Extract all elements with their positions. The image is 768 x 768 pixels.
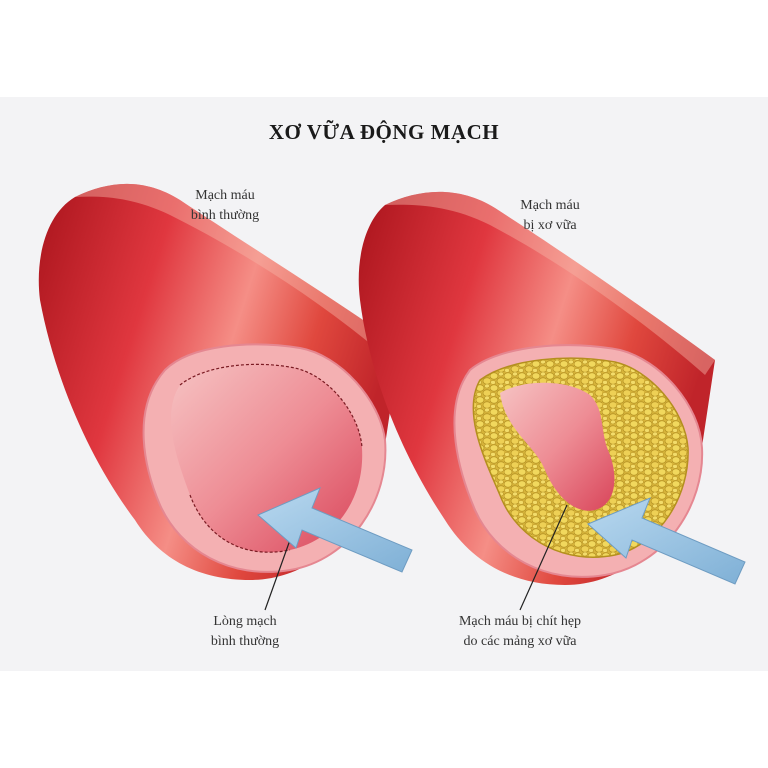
blood-flow-arrow-left (257, 487, 413, 573)
narrowed-vessel-label-line1: Mạch máu bị chít hẹp (458, 614, 582, 629)
blood-flow-arrow-right (587, 497, 746, 585)
atherosclerotic-vessel-top-label-line1: Mạch máu (520, 198, 580, 213)
narrowed-vessel-label-line2: do các mảng xơ vữa (463, 634, 577, 649)
atherosclerotic-vessel-top-label: Mạch máu bị xơ vữa (500, 196, 600, 236)
normal-lumen (171, 364, 363, 553)
normal-vessel-top-label-line2: bình thường (190, 208, 260, 223)
narrowed-lumen (500, 382, 615, 511)
narrowed-vessel-label: Mạch máu bị chít hẹp do các mảng xơ vữa (425, 612, 615, 652)
diagram-title: XƠ VỮA ĐỘNG MẠCH (268, 120, 500, 144)
normal-vessel-top-label-line1: Mạch máu (195, 188, 255, 203)
normal-artery (38, 183, 413, 611)
normal-vessel-top-label: Mạch máu bình thường (170, 186, 280, 226)
normal-lumen-label-line2: bình thường (210, 634, 280, 649)
normal-lumen-label-line1: Lòng mạch (213, 614, 277, 629)
normal-lumen-label: Lòng mạch bình thường (180, 612, 310, 652)
atherosclerotic-vessel-top-label-line2: bị xơ vữa (523, 218, 577, 233)
atherosclerotic-artery (358, 191, 746, 611)
